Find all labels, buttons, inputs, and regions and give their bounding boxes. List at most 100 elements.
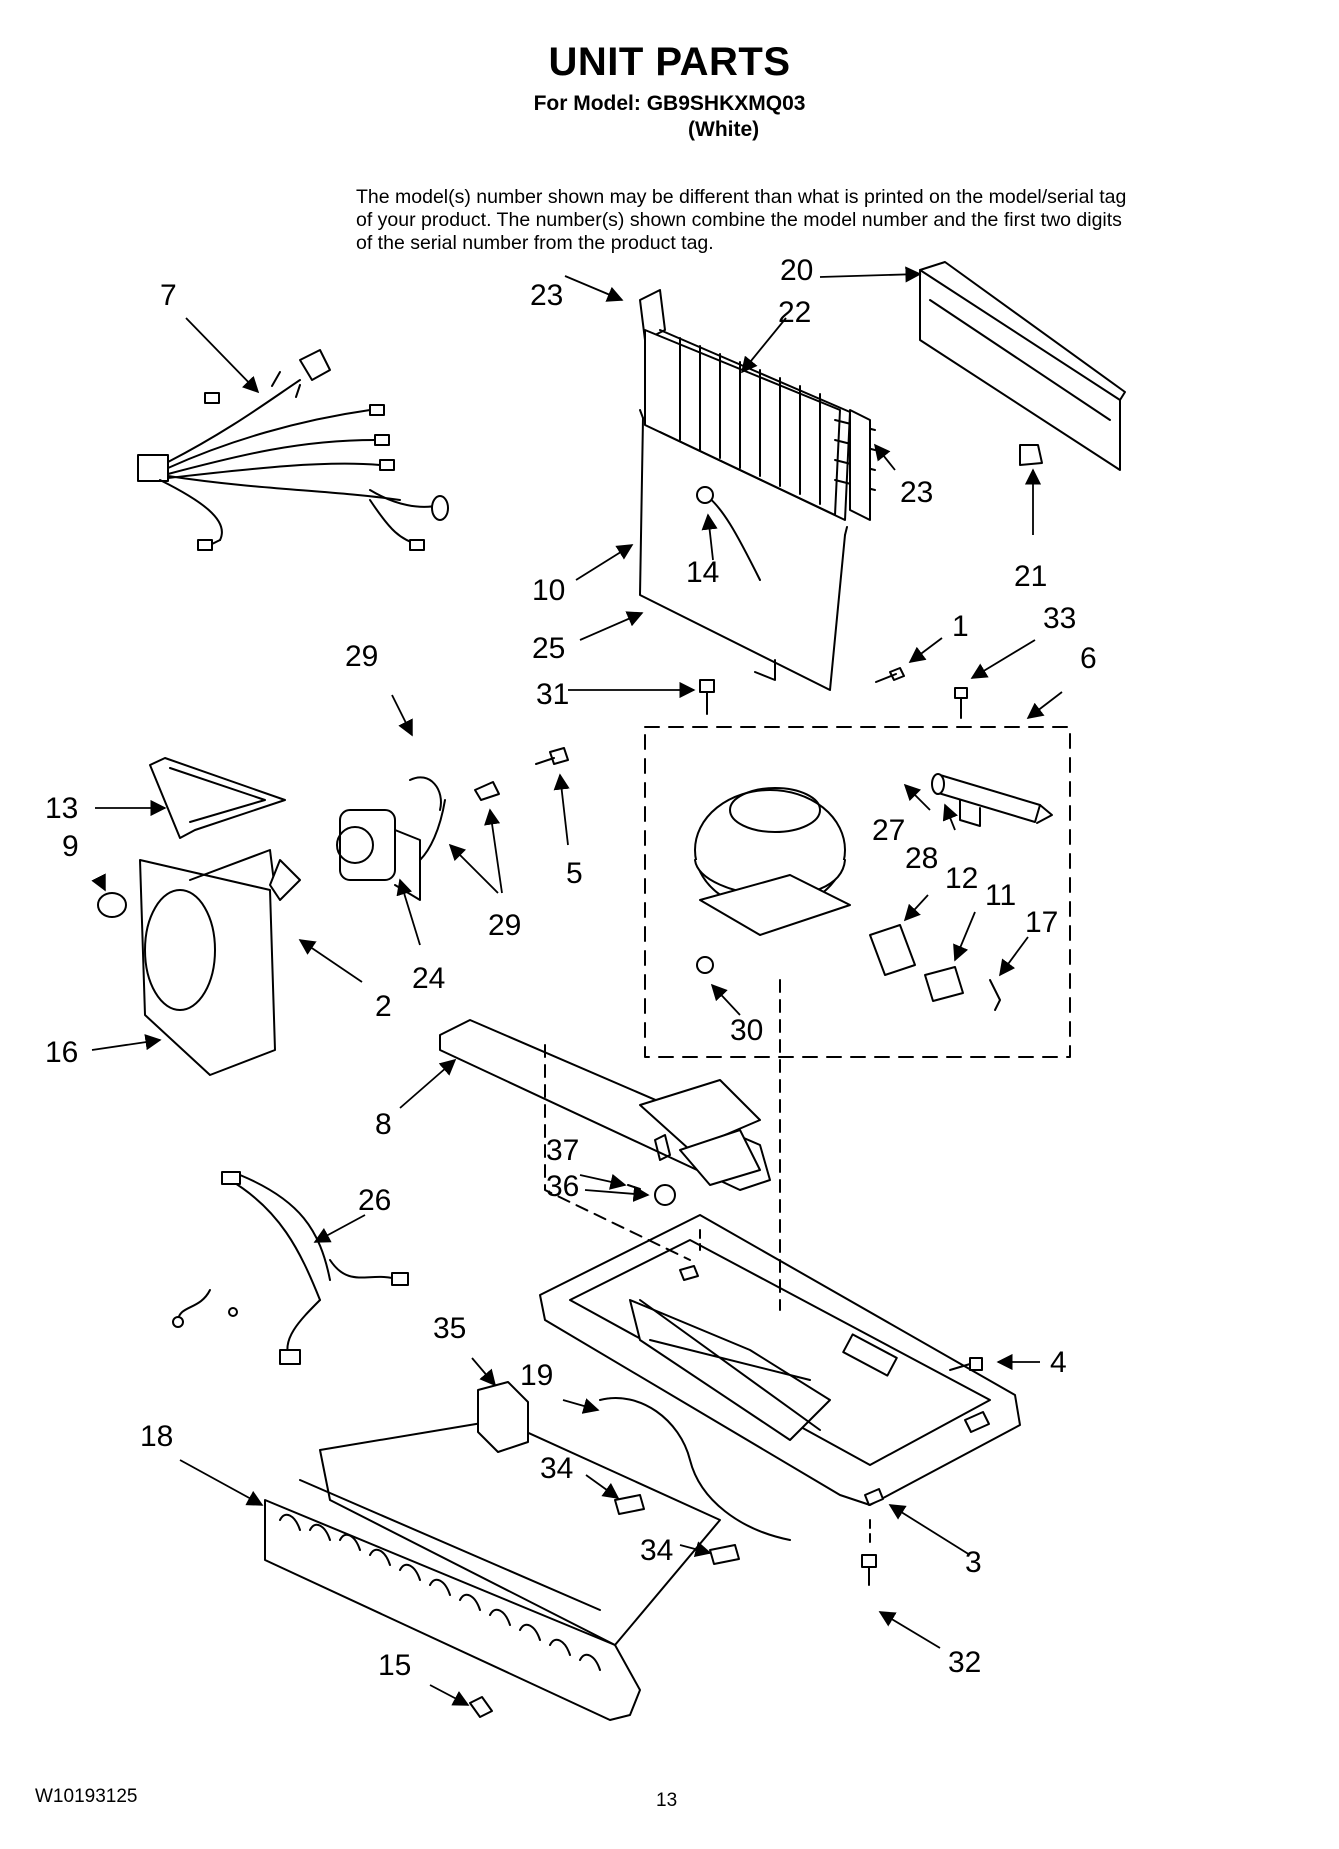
- base-plate-part: [539, 1214, 1021, 1506]
- leader-line: [878, 1611, 941, 1649]
- screw-part: [861, 1554, 877, 1586]
- leader-line: [179, 1459, 264, 1506]
- clip-part: [709, 1544, 740, 1565]
- drain-tray-part: [439, 1019, 771, 1191]
- leader-line: [740, 317, 787, 374]
- leader-line: [553, 773, 570, 846]
- callout-23a: 23: [530, 279, 563, 312]
- callout-1: 1: [952, 610, 969, 643]
- callout-34b: 34: [640, 1534, 673, 1567]
- callout-21: 21: [1014, 560, 1047, 593]
- callout-16: 16: [45, 1036, 78, 1069]
- leader-line: [903, 894, 929, 922]
- leader-line: [562, 1398, 600, 1414]
- callout-13: 13: [45, 792, 78, 825]
- document-number: W10193125: [35, 1786, 138, 1807]
- relay-part: [869, 924, 916, 976]
- leader-line: [396, 878, 421, 946]
- leader-line: [710, 983, 741, 1016]
- grommet-part: [97, 892, 127, 918]
- callout-9: 9: [62, 830, 79, 863]
- leader-line: [484, 808, 503, 894]
- wire-harness-part: [172, 1171, 409, 1365]
- callout-11: 11: [985, 879, 1016, 912]
- wire-harness-part: [137, 349, 449, 551]
- leader-line: [91, 1034, 162, 1051]
- callout-28: 28: [905, 842, 938, 875]
- callout-17: 17: [1025, 906, 1058, 939]
- callout-8: 8: [375, 1108, 392, 1141]
- overload-part: [924, 966, 964, 1002]
- callout-36: 36: [546, 1170, 579, 1203]
- model-number-note: The model(s) number shown may be differe…: [356, 186, 1127, 254]
- leader-line: [873, 443, 896, 471]
- callout-10: 10: [532, 574, 565, 607]
- callout-26: 26: [358, 1184, 391, 1217]
- callout-35: 35: [433, 1312, 466, 1345]
- callout-23b: 23: [900, 476, 933, 509]
- leader-line: [471, 1357, 497, 1387]
- leader-line: [1026, 691, 1063, 719]
- screw-part: [949, 1357, 983, 1371]
- leader-line: [970, 639, 1036, 679]
- leader-line: [679, 1541, 712, 1558]
- leader-line: [584, 1185, 650, 1202]
- drain-plug-part: [654, 1184, 676, 1206]
- leader-line: [185, 317, 260, 394]
- clip-part: [614, 1494, 645, 1515]
- leader-line: [399, 1058, 457, 1109]
- leader-line: [903, 783, 931, 811]
- callout-22: 22: [778, 296, 811, 329]
- fan-shroud-part: [139, 849, 276, 1076]
- drier-part: [931, 773, 1053, 827]
- tube-part: [599, 1397, 791, 1541]
- callout-37: 37: [546, 1134, 579, 1167]
- callout-5: 5: [566, 857, 583, 890]
- callout-2: 2: [375, 990, 392, 1023]
- leader-line: [391, 694, 413, 737]
- leader-line: [579, 611, 644, 641]
- wire-clip-part: [989, 979, 1001, 1011]
- leader-line: [999, 936, 1029, 977]
- leader-line: [908, 637, 943, 663]
- callout-25: 25: [532, 632, 565, 665]
- page-number: 13: [656, 1790, 678, 1811]
- drain-part: [627, 1184, 641, 1190]
- callout-7: 7: [160, 279, 177, 312]
- leader-line: [953, 911, 976, 962]
- tube-part: [409, 776, 442, 811]
- leader-line: [575, 544, 634, 581]
- condenser-frame-part: [639, 409, 848, 691]
- leader-line: [701, 513, 718, 561]
- callout-4: 4: [1050, 1346, 1067, 1379]
- callout-14: 14: [686, 556, 719, 589]
- callout-18: 18: [140, 1420, 173, 1453]
- callout-31: 31: [536, 678, 569, 711]
- leader-line: [429, 1684, 470, 1706]
- condenser-part: [639, 289, 876, 521]
- tube-part: [474, 781, 500, 801]
- callout-3: 3: [965, 1546, 982, 1579]
- callout-24: 24: [412, 962, 445, 995]
- screw-parts: [535, 667, 968, 765]
- model-number: For Model: GB9SHKXMQ03: [533, 92, 806, 115]
- callout-30: 30: [730, 1014, 763, 1047]
- leader-line: [585, 1474, 620, 1499]
- callout-20: 20: [780, 254, 813, 287]
- leader-line: [298, 939, 363, 983]
- callout-33: 33: [1043, 602, 1076, 635]
- leader-line: [564, 275, 624, 302]
- foam-block-part: [477, 1381, 529, 1453]
- compressor-group-outline: [644, 726, 1071, 1058]
- leader-line: [579, 1173, 627, 1190]
- clip-part: [469, 1696, 493, 1718]
- fan-motor-part: [269, 809, 421, 901]
- callout-29a: 29: [345, 640, 378, 673]
- leader-line: [819, 266, 922, 283]
- callout-32: 32: [948, 1646, 981, 1679]
- leader-line: [888, 1504, 971, 1556]
- callout-12: 12: [945, 862, 978, 895]
- leader-line: [91, 873, 106, 892]
- callout-15: 15: [378, 1649, 411, 1682]
